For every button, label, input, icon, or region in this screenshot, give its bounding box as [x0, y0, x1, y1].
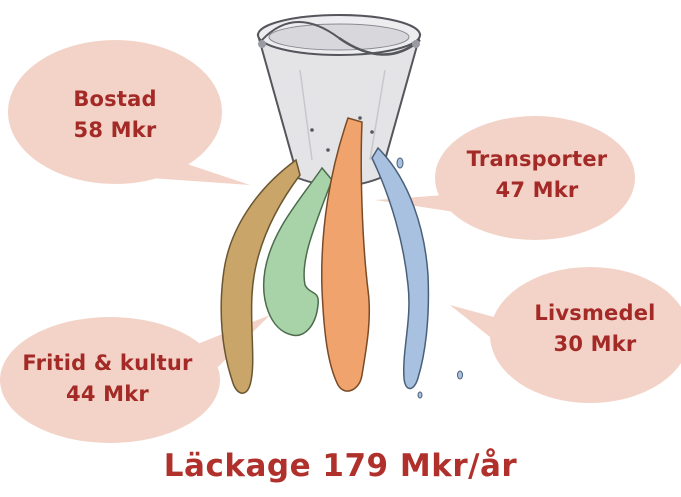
livsmedel-name: Livsmedel	[520, 298, 670, 329]
transporter-name: Transporter	[447, 144, 627, 175]
livsmedel-amount: 30 Mkr	[520, 329, 670, 360]
livsmedel-label: Livsmedel 30 Mkr	[520, 298, 670, 360]
bostad-amount: 58 Mkr	[45, 115, 185, 146]
fritid-name: Fritid & kultur	[5, 348, 210, 379]
bostad-name: Bostad	[45, 84, 185, 115]
leakage-total-title: Läckage 179 Mkr/år	[0, 448, 681, 484]
fritid-label: Fritid & kultur 44 Mkr	[5, 348, 210, 410]
transporter-amount: 47 Mkr	[447, 175, 627, 206]
stream-livsmedel	[372, 148, 428, 389]
transporter-label: Transporter 47 Mkr	[447, 144, 627, 206]
fritid-amount: 44 Mkr	[5, 379, 210, 410]
bostad-label: Bostad 58 Mkr	[45, 84, 185, 146]
